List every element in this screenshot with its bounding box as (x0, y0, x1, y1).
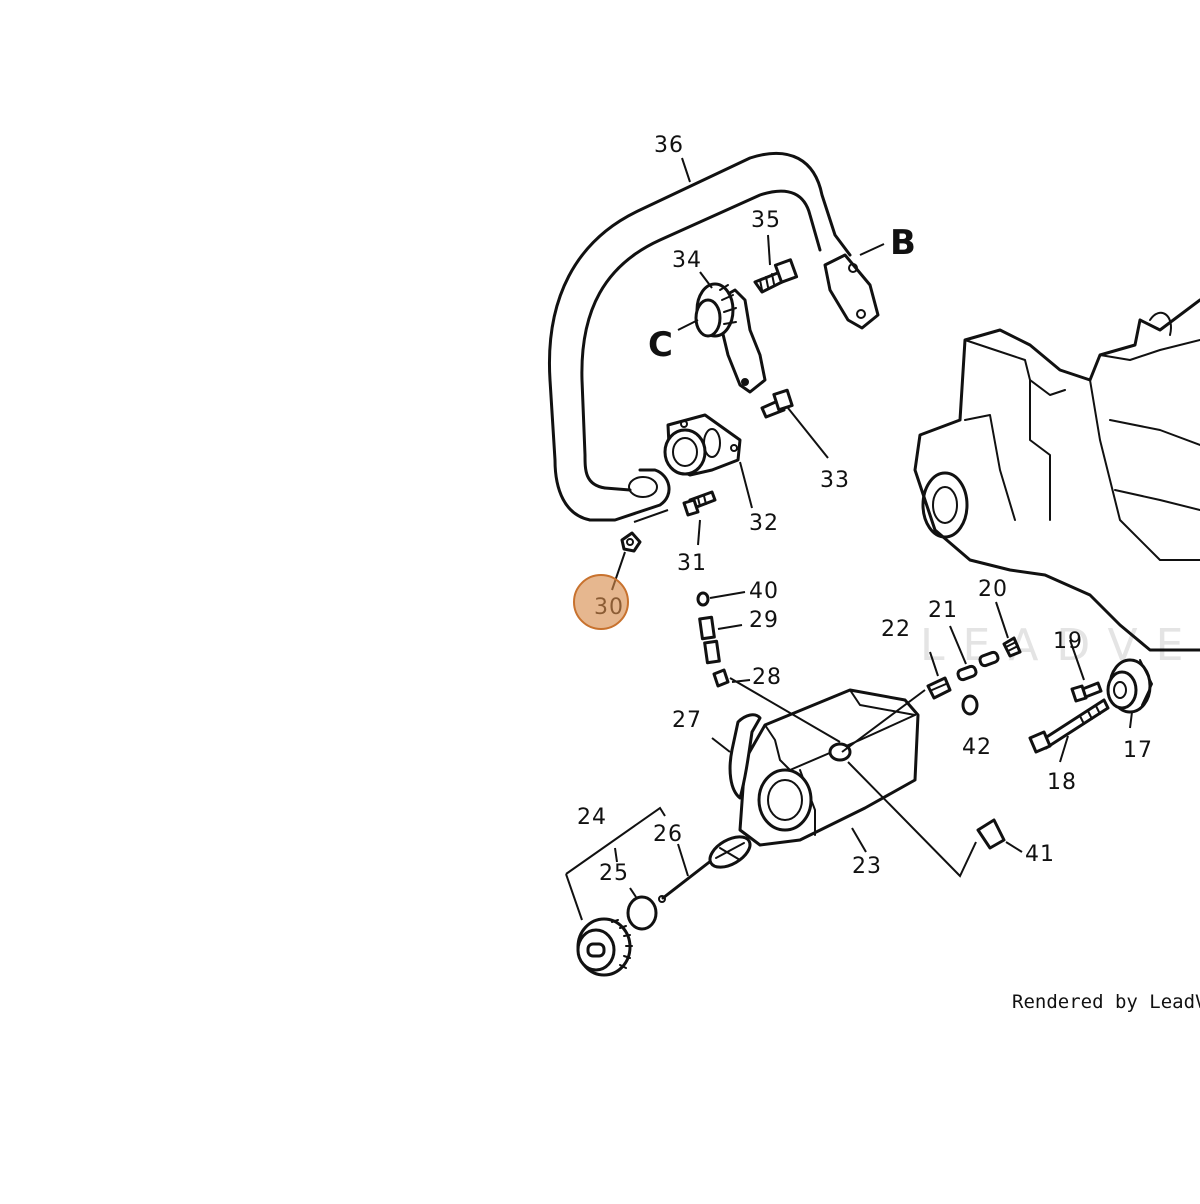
callout-23: 23 (852, 854, 882, 879)
bolt-part-35 (753, 258, 799, 294)
reference-letter-c: C (648, 325, 673, 365)
callout-17: 17 (1123, 738, 1153, 763)
pump-part-17 (1106, 658, 1153, 714)
callout-25: 25 (599, 861, 629, 886)
fitting-part-22 (926, 676, 952, 700)
callout-22: 22 (881, 617, 911, 642)
callout-40: 40 (749, 579, 779, 604)
pin-part-21 (956, 650, 1000, 682)
nozzle-part-41 (976, 818, 1006, 850)
bushing-mount-part-32 (663, 413, 742, 477)
highlighted-part-hotspot[interactable] (573, 574, 629, 630)
callout-18: 18 (1047, 770, 1077, 795)
callout-24: 24 (577, 805, 607, 830)
callout-29: 29 (749, 608, 779, 633)
handle-mount-part-34 (694, 282, 767, 394)
callout-21: 21 (928, 598, 958, 623)
shield-part-27 (728, 713, 762, 800)
oil-cap-part-24 (576, 917, 633, 977)
engine-housing (913, 298, 1200, 652)
fitting-part-28 (712, 668, 730, 688)
callout-34: 34 (672, 248, 702, 273)
o-ring-part-25 (626, 895, 658, 931)
callout-31: 31 (677, 551, 707, 576)
strainer-part-26 (658, 835, 752, 903)
bolt-part-33 (760, 388, 794, 419)
callout-28: 28 (752, 665, 782, 690)
callout-35: 35 (751, 208, 781, 233)
callout-41: 41 (1025, 842, 1055, 867)
front-handle-part-36 (547, 151, 880, 522)
callout-33: 33 (820, 468, 850, 493)
callout-42: 42 (962, 735, 992, 760)
callout-19: 19 (1053, 629, 1083, 654)
watermark-text: LEADVEN (920, 620, 1200, 671)
spring-part-20 (1002, 636, 1022, 658)
render-credit: Rendered by LeadVentu (1012, 991, 1200, 1013)
callout-26: 26 (653, 822, 683, 847)
filter-tube-part-29 (698, 615, 721, 665)
bolt-part-18 (1028, 698, 1110, 754)
callout-36: 36 (654, 133, 684, 158)
callout-32: 32 (749, 511, 779, 536)
o-ring-part-42 (961, 694, 979, 716)
callout-20: 20 (978, 577, 1008, 602)
reference-letter-b: B (890, 223, 916, 263)
plug-part-40 (696, 591, 710, 607)
callout-labels: 36 35 34 33 32 31 30 40 29 28 27 26 25 2… (577, 133, 1153, 886)
leader-lines (565, 157, 1133, 921)
callout-27: 27 (672, 708, 702, 733)
screw-part-31 (682, 490, 717, 517)
screw-part-19 (1070, 681, 1103, 703)
oil-tank-part-23 (738, 688, 920, 847)
washer-part-30 (620, 531, 642, 553)
